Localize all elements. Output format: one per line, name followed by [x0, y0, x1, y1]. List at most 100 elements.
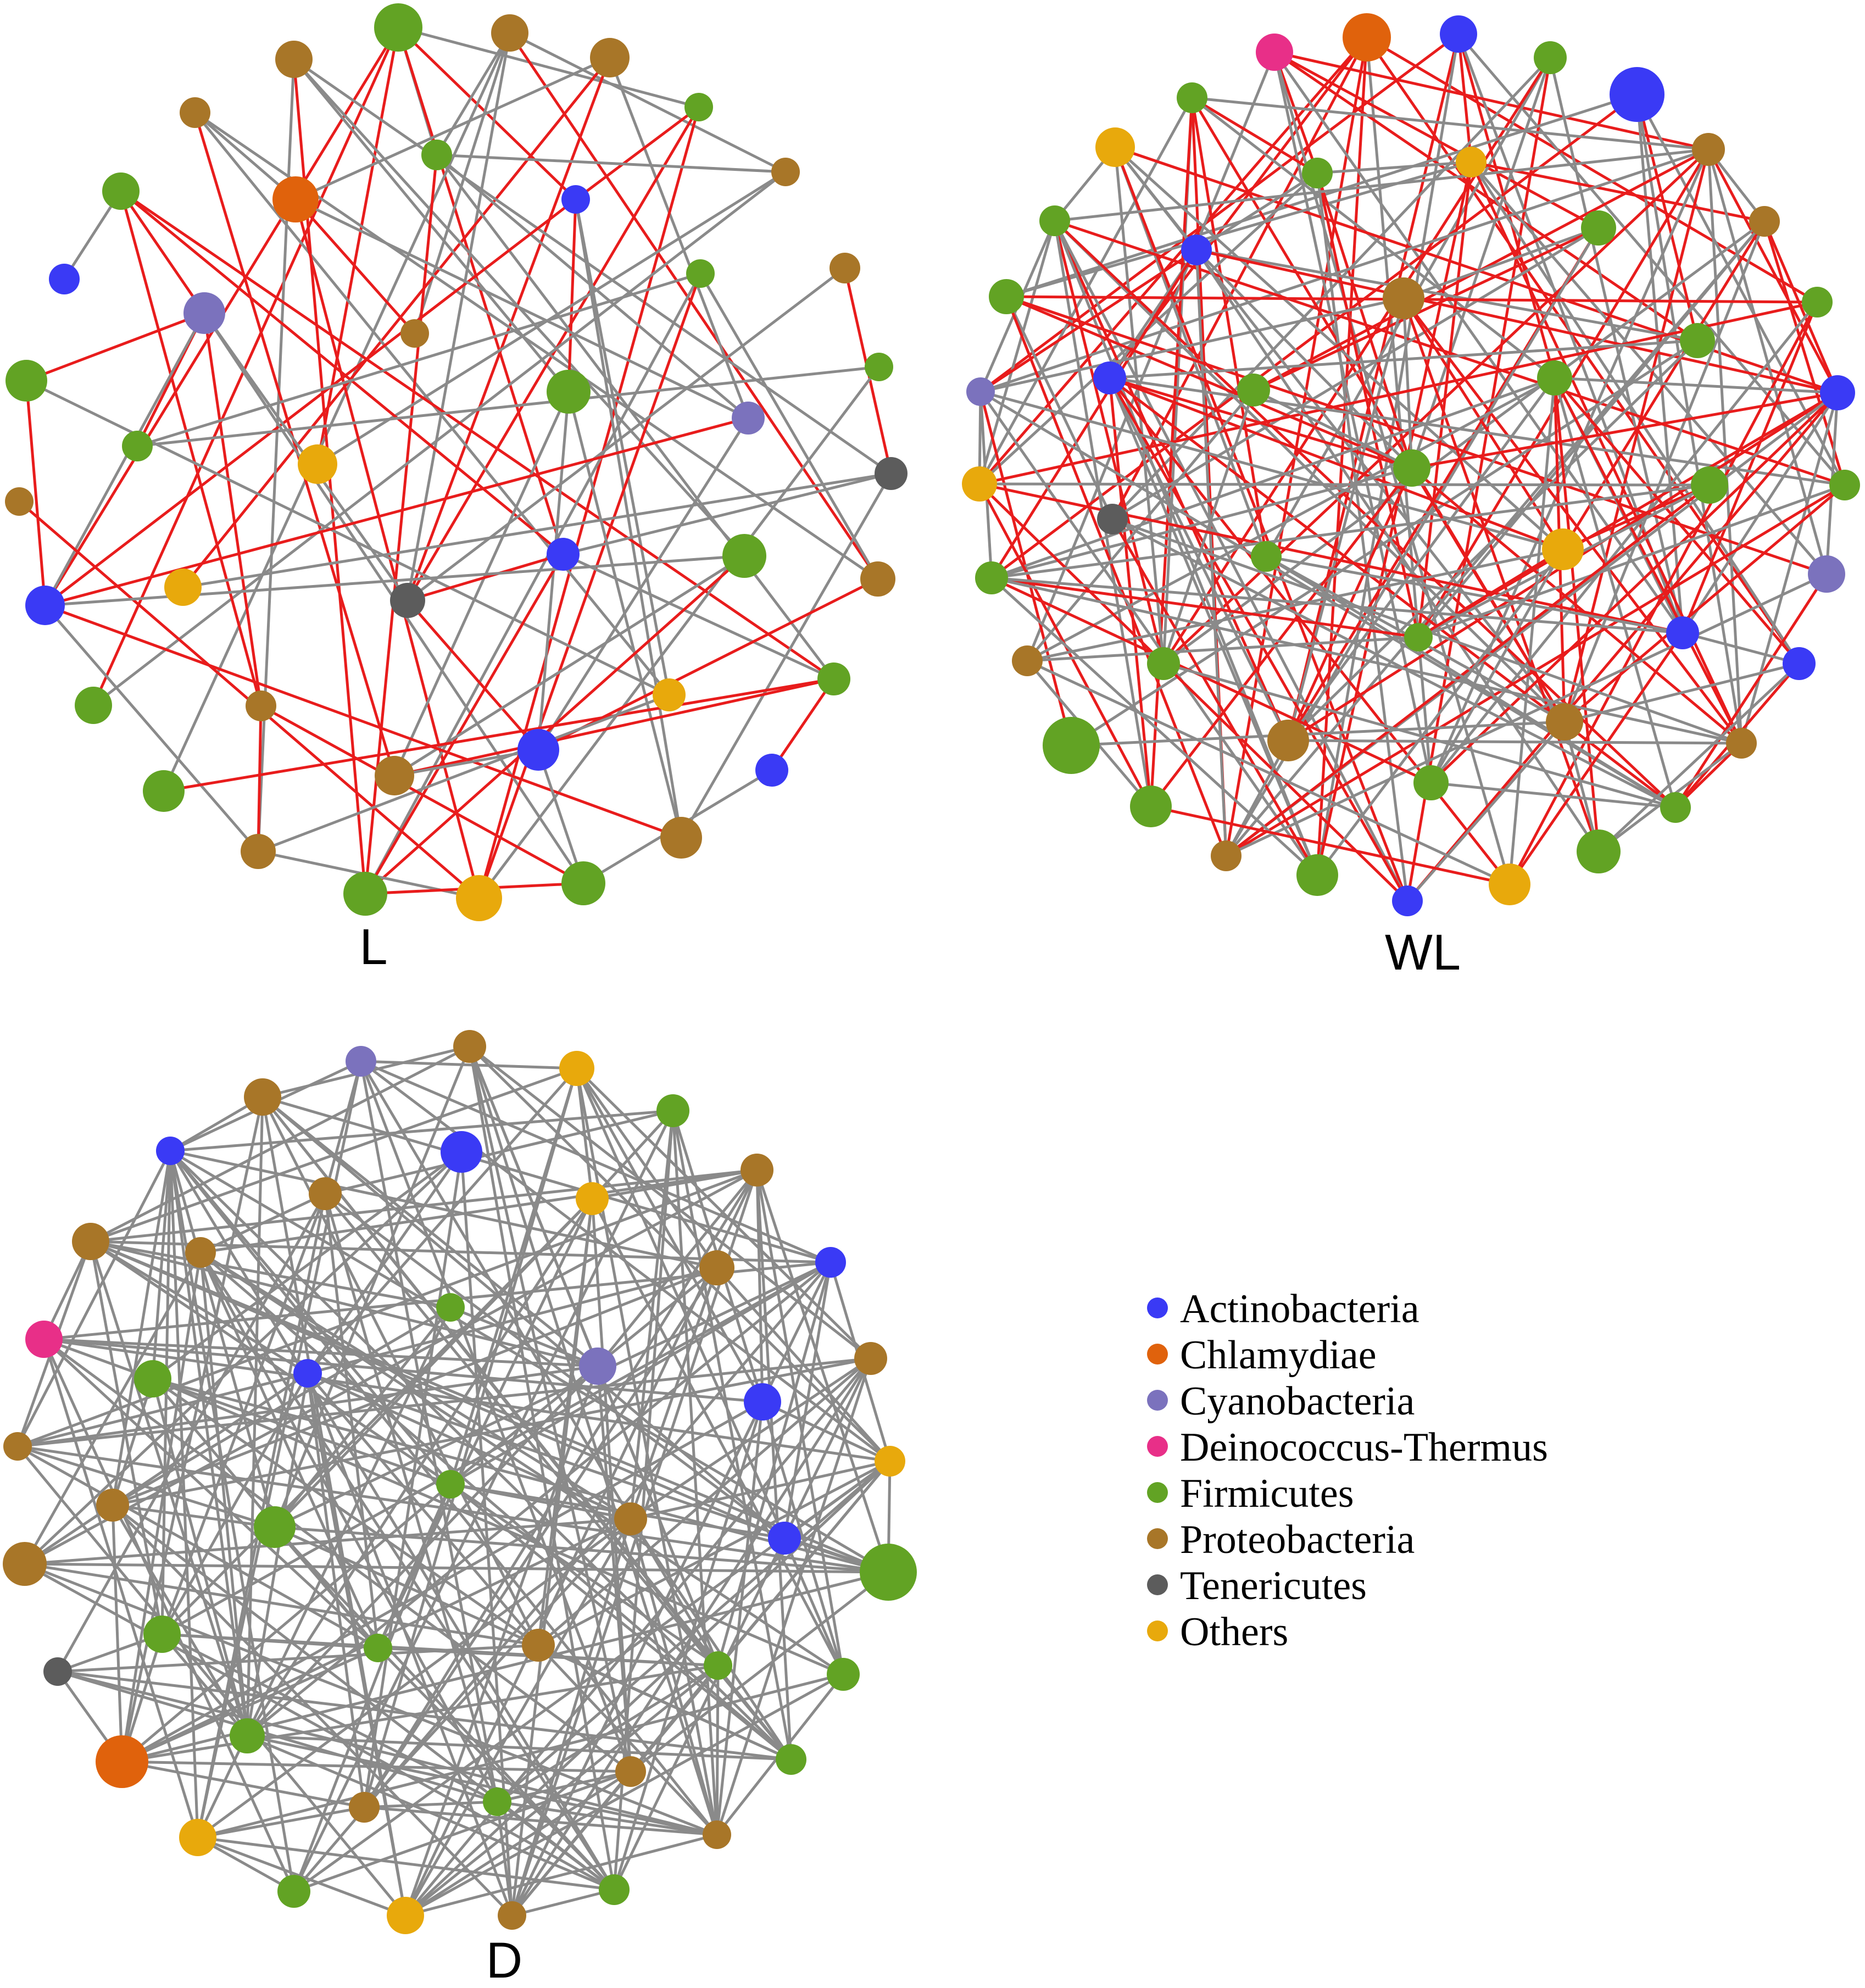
positive-edge: [246, 1198, 594, 1737]
node-cyanobacteria: [966, 377, 995, 406]
node-others: [559, 1051, 594, 1086]
node-proteobacteria: [453, 1030, 486, 1063]
positive-edge: [111, 1378, 154, 1506]
positive-edge: [716, 1262, 832, 1666]
legend-label: Cyanobacteria: [1180, 1379, 1415, 1424]
positive-edge: [404, 1664, 719, 1917]
positive-edge: [90, 1240, 451, 1309]
legend-swatch: [1147, 1298, 1168, 1318]
positive-edge: [404, 1518, 632, 1917]
positive-edge: [90, 1240, 785, 1540]
negative-edge: [1225, 484, 1711, 857]
positive-edge: [435, 32, 511, 156]
positive-edge: [152, 1377, 539, 1647]
negative-edge: [1417, 548, 1564, 639]
node-actinobacteria: [1666, 616, 1699, 649]
node-others: [456, 875, 502, 921]
negative-edge: [1316, 162, 1473, 876]
positive-edge: [1225, 572, 1828, 857]
positive-edge: [1402, 298, 1413, 469]
positive-edge: [1114, 147, 1165, 664]
positive-edge: [1071, 720, 1565, 747]
negative-edge: [406, 57, 611, 601]
negative-edge: [1562, 483, 1711, 551]
positive-edge: [44, 604, 259, 853]
node-others: [387, 1897, 424, 1934]
network-panel-d: D: [3, 1030, 917, 1988]
legend-label: Others: [1180, 1610, 1288, 1655]
positive-edge: [393, 554, 745, 777]
node-actinobacteria: [156, 1137, 185, 1165]
negative-edge: [1316, 37, 1368, 876]
node-actinobacteria: [755, 754, 788, 787]
legend-swatch: [1147, 1344, 1168, 1365]
positive-edge: [57, 1670, 792, 1761]
negative-edge: [1457, 34, 1473, 163]
positive-edge: [562, 553, 835, 681]
positive-edge: [1365, 37, 1433, 783]
node-firmicutes: [1130, 786, 1172, 827]
positive-edge: [274, 1525, 889, 1574]
node-others: [875, 1446, 905, 1477]
positive-edge: [44, 554, 745, 607]
positive-edge: [43, 1338, 153, 1380]
positive-edge: [1597, 662, 1800, 853]
node-firmicutes: [364, 1634, 392, 1662]
negative-edge: [567, 199, 577, 392]
positive-edge: [294, 198, 749, 420]
positive-edge: [17, 1372, 308, 1448]
positive-edge: [1266, 555, 1683, 634]
positive-edge: [111, 1505, 124, 1762]
node-deinococcus-thermus: [1256, 34, 1293, 71]
node-actinobacteria: [1820, 375, 1855, 410]
node-proteobacteria: [275, 41, 313, 78]
positive-edge: [1563, 221, 1766, 722]
positive-edge: [90, 1168, 758, 1243]
positive-edge: [1681, 392, 1839, 634]
legend-swatch: [1147, 1482, 1168, 1503]
positive-edge: [246, 1373, 309, 1736]
negative-edge: [537, 577, 879, 751]
positive-edge: [563, 472, 892, 556]
legend-swatch: [1147, 1621, 1168, 1641]
positive-edge: [258, 693, 670, 853]
node-others: [179, 1819, 216, 1856]
node-proteobacteria: [241, 834, 276, 869]
positive-edge: [23, 1251, 202, 1565]
positive-edge: [24, 1562, 615, 1891]
positive-edge: [25, 379, 670, 697]
negative-edge: [260, 704, 584, 885]
negative-edge: [979, 482, 1683, 634]
positive-edge: [1316, 172, 1409, 901]
positive-edge: [90, 1045, 471, 1243]
positive-edge: [90, 1240, 598, 1368]
node-firmicutes: [865, 353, 893, 381]
negative-edge: [1553, 377, 1743, 744]
positive-edge: [199, 1251, 792, 1761]
positive-edge: [137, 365, 879, 448]
node-actinobacteria: [561, 185, 590, 214]
positive-edge: [1026, 659, 1511, 886]
positive-edge: [537, 749, 585, 884]
negative-edge: [203, 313, 263, 706]
positive-edge: [197, 1673, 844, 1839]
node-chlamydiae: [272, 176, 319, 222]
positive-edge: [121, 1760, 365, 1809]
node-proteobacteria: [349, 1792, 380, 1823]
positive-edge: [111, 1504, 249, 1737]
positive-edge: [112, 1503, 275, 1529]
negative-edge: [770, 678, 836, 771]
negative-edge: [120, 190, 564, 555]
node-actinobacteria: [744, 1383, 781, 1421]
node-actinobacteria: [1610, 67, 1664, 122]
node-firmicutes: [1302, 158, 1333, 188]
node-firmicutes: [817, 662, 850, 695]
positive-edge: [112, 1372, 309, 1507]
node-cyanobacteria: [1808, 555, 1845, 593]
positive-edge: [89, 1241, 249, 1736]
positive-edge: [43, 1261, 831, 1341]
positive-edge: [360, 1060, 831, 1264]
positive-edge: [394, 748, 539, 777]
positive-edge: [43, 1338, 598, 1368]
node-firmicutes: [254, 1506, 296, 1548]
